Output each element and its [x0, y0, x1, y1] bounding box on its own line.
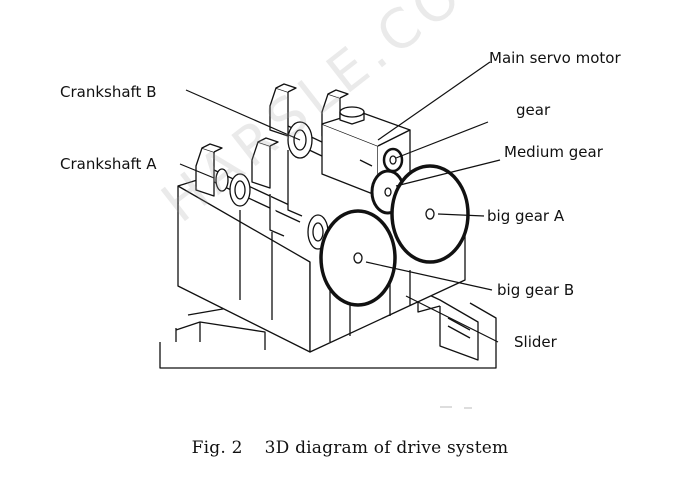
leader-crankshaft-a: [179, 163, 215, 179]
label-gear: gear: [516, 101, 551, 119]
leader-big-gear-b: [365, 261, 493, 291]
leader-main-servo-motor: [377, 61, 491, 141]
motor-gear: [382, 147, 404, 173]
crankshaft-a-assembly: [195, 137, 329, 250]
scan-marks: [440, 406, 472, 409]
leader-big-gear-a: [437, 213, 485, 217]
big-gear-a-drawing: [390, 164, 470, 264]
label-crankshaft-b: Crankshaft B: [60, 83, 157, 101]
label-medium-gear: Medium gear: [504, 143, 603, 161]
label-slider: Slider: [514, 333, 557, 351]
leader-lines: [179, 61, 501, 343]
leader-crankshaft-b: [185, 89, 301, 141]
figure-caption: Fig. 2 3D diagram of drive system: [0, 438, 700, 458]
label-big-gear-a: big gear A: [487, 207, 565, 225]
label-big-gear-b: big gear B: [497, 281, 575, 299]
figure-number: Fig. 2: [191, 438, 243, 458]
figure-title: 3D diagram of drive system: [264, 438, 509, 458]
leader-slider: [405, 295, 499, 343]
leader-medium-gear: [395, 159, 501, 187]
label-crankshaft-a: Crankshaft A: [60, 155, 157, 173]
label-main-servo-motor: Main servo motor: [489, 49, 621, 67]
big-gear-b-drawing: [319, 209, 397, 307]
leader-gear: [395, 121, 489, 159]
